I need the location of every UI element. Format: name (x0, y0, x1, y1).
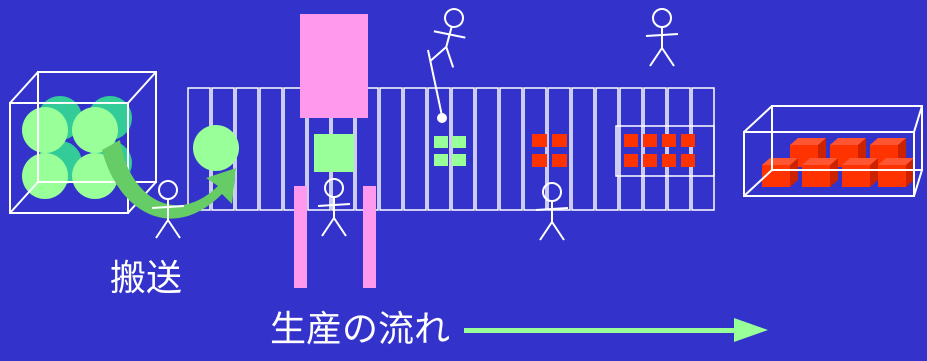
transport-label: 搬送 (110, 258, 183, 299)
red-tray (615, 125, 715, 177)
production-flow-arrow (464, 318, 768, 342)
conveyor-stations (187, 87, 715, 211)
green-squares (434, 136, 466, 166)
production-flow-label: 生産の流れ (270, 309, 451, 350)
transport-arrow (102, 140, 236, 219)
worker-bottom (535, 182, 569, 241)
tool-pole (427, 49, 447, 123)
worker-top-2 (645, 8, 679, 67)
transported-ball (193, 125, 239, 171)
red-squares (532, 134, 567, 167)
worker-top-1 (425, 4, 473, 70)
raw-material-box (9, 71, 157, 214)
worker-machine (317, 178, 351, 237)
product-box (743, 105, 923, 197)
pink-machine (294, 14, 376, 288)
green-block (314, 134, 354, 172)
